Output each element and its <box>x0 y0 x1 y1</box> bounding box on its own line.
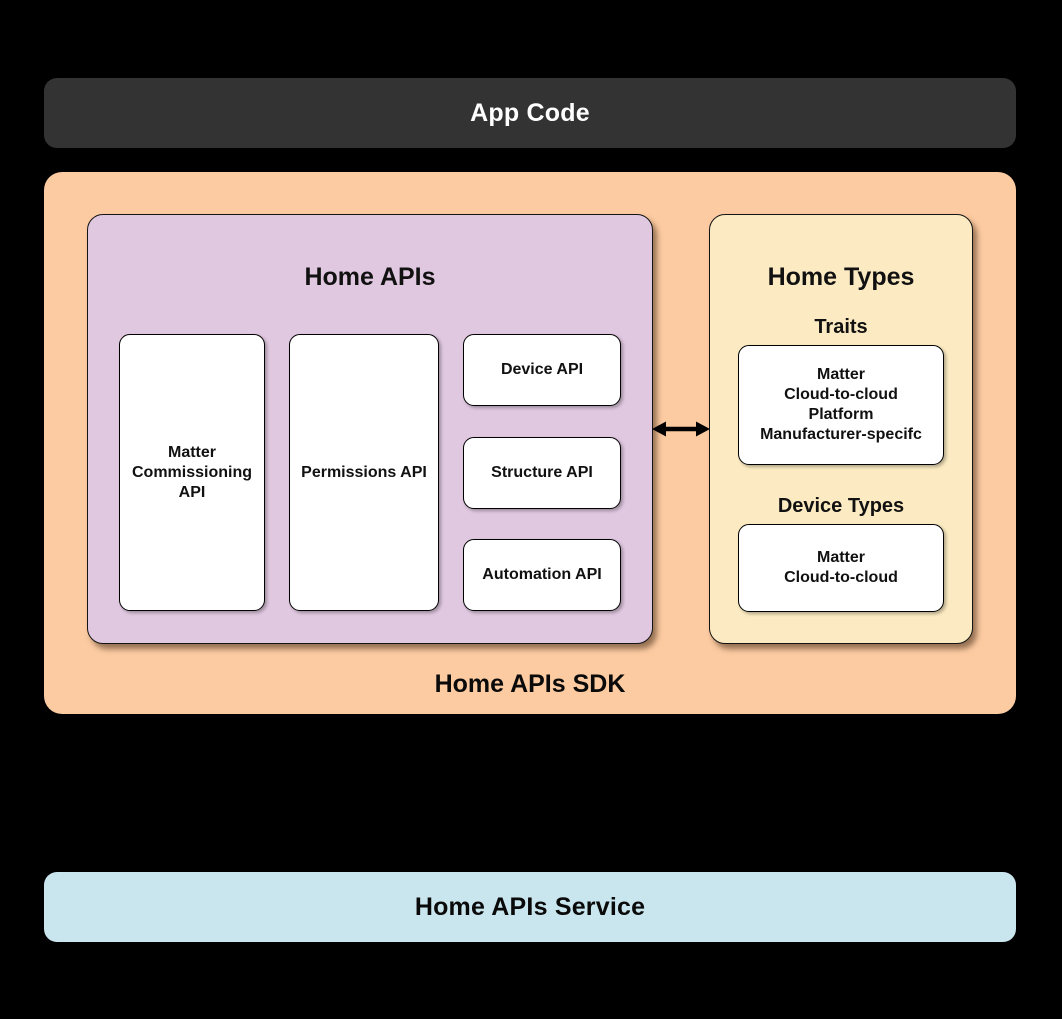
home-types-title: Home Types <box>767 263 915 291</box>
device-api-label: Device API <box>500 361 584 378</box>
home-apis-service-label: Home APIs Service <box>414 892 646 921</box>
app-code-bar: App Code <box>44 78 1016 148</box>
traits-heading: Traits <box>814 316 868 338</box>
permissions-api-card: Permissions API <box>289 334 439 611</box>
device-types-card-label: Matter Cloud-to-cloud <box>784 549 898 586</box>
device-api-card: Device API <box>463 334 621 406</box>
traits-card-label: Matter Cloud-to-cloud Platform Manufactu… <box>760 366 922 443</box>
bidirectional-arrow-icon <box>652 414 710 444</box>
matter-commissioning-api-card: Matter Commissioning API <box>119 334 265 611</box>
home-apis-sdk-container: Home APIs Matter Commissioning API Permi… <box>44 172 1016 714</box>
home-types-panel: Home Types Traits Matter Cloud-to-cloud … <box>709 214 973 644</box>
automation-api-card: Automation API <box>463 539 621 611</box>
api-card-column: Device API Structure API Automation API <box>463 334 621 611</box>
traits-card: Matter Cloud-to-cloud Platform Manufactu… <box>738 345 944 465</box>
app-code-label: App Code <box>470 98 590 127</box>
home-apis-service-bar: Home APIs Service <box>44 872 1016 942</box>
home-apis-title: Home APIs <box>304 263 436 291</box>
automation-api-label: Automation API <box>482 566 602 583</box>
device-types-card: Matter Cloud-to-cloud <box>738 524 944 612</box>
home-apis-panel: Home APIs Matter Commissioning API Permi… <box>87 214 653 644</box>
structure-api-card: Structure API <box>463 436 621 509</box>
home-apis-card-row: Matter Commissioning API Permissions API… <box>119 334 621 611</box>
structure-api-label: Structure API <box>491 463 593 481</box>
matter-commissioning-api-label: Matter Commissioning API <box>131 443 252 501</box>
home-apis-sdk-label: Home APIs SDK <box>434 670 626 698</box>
permissions-api-label: Permissions API <box>301 463 427 481</box>
device-types-heading: Device Types <box>777 495 905 517</box>
